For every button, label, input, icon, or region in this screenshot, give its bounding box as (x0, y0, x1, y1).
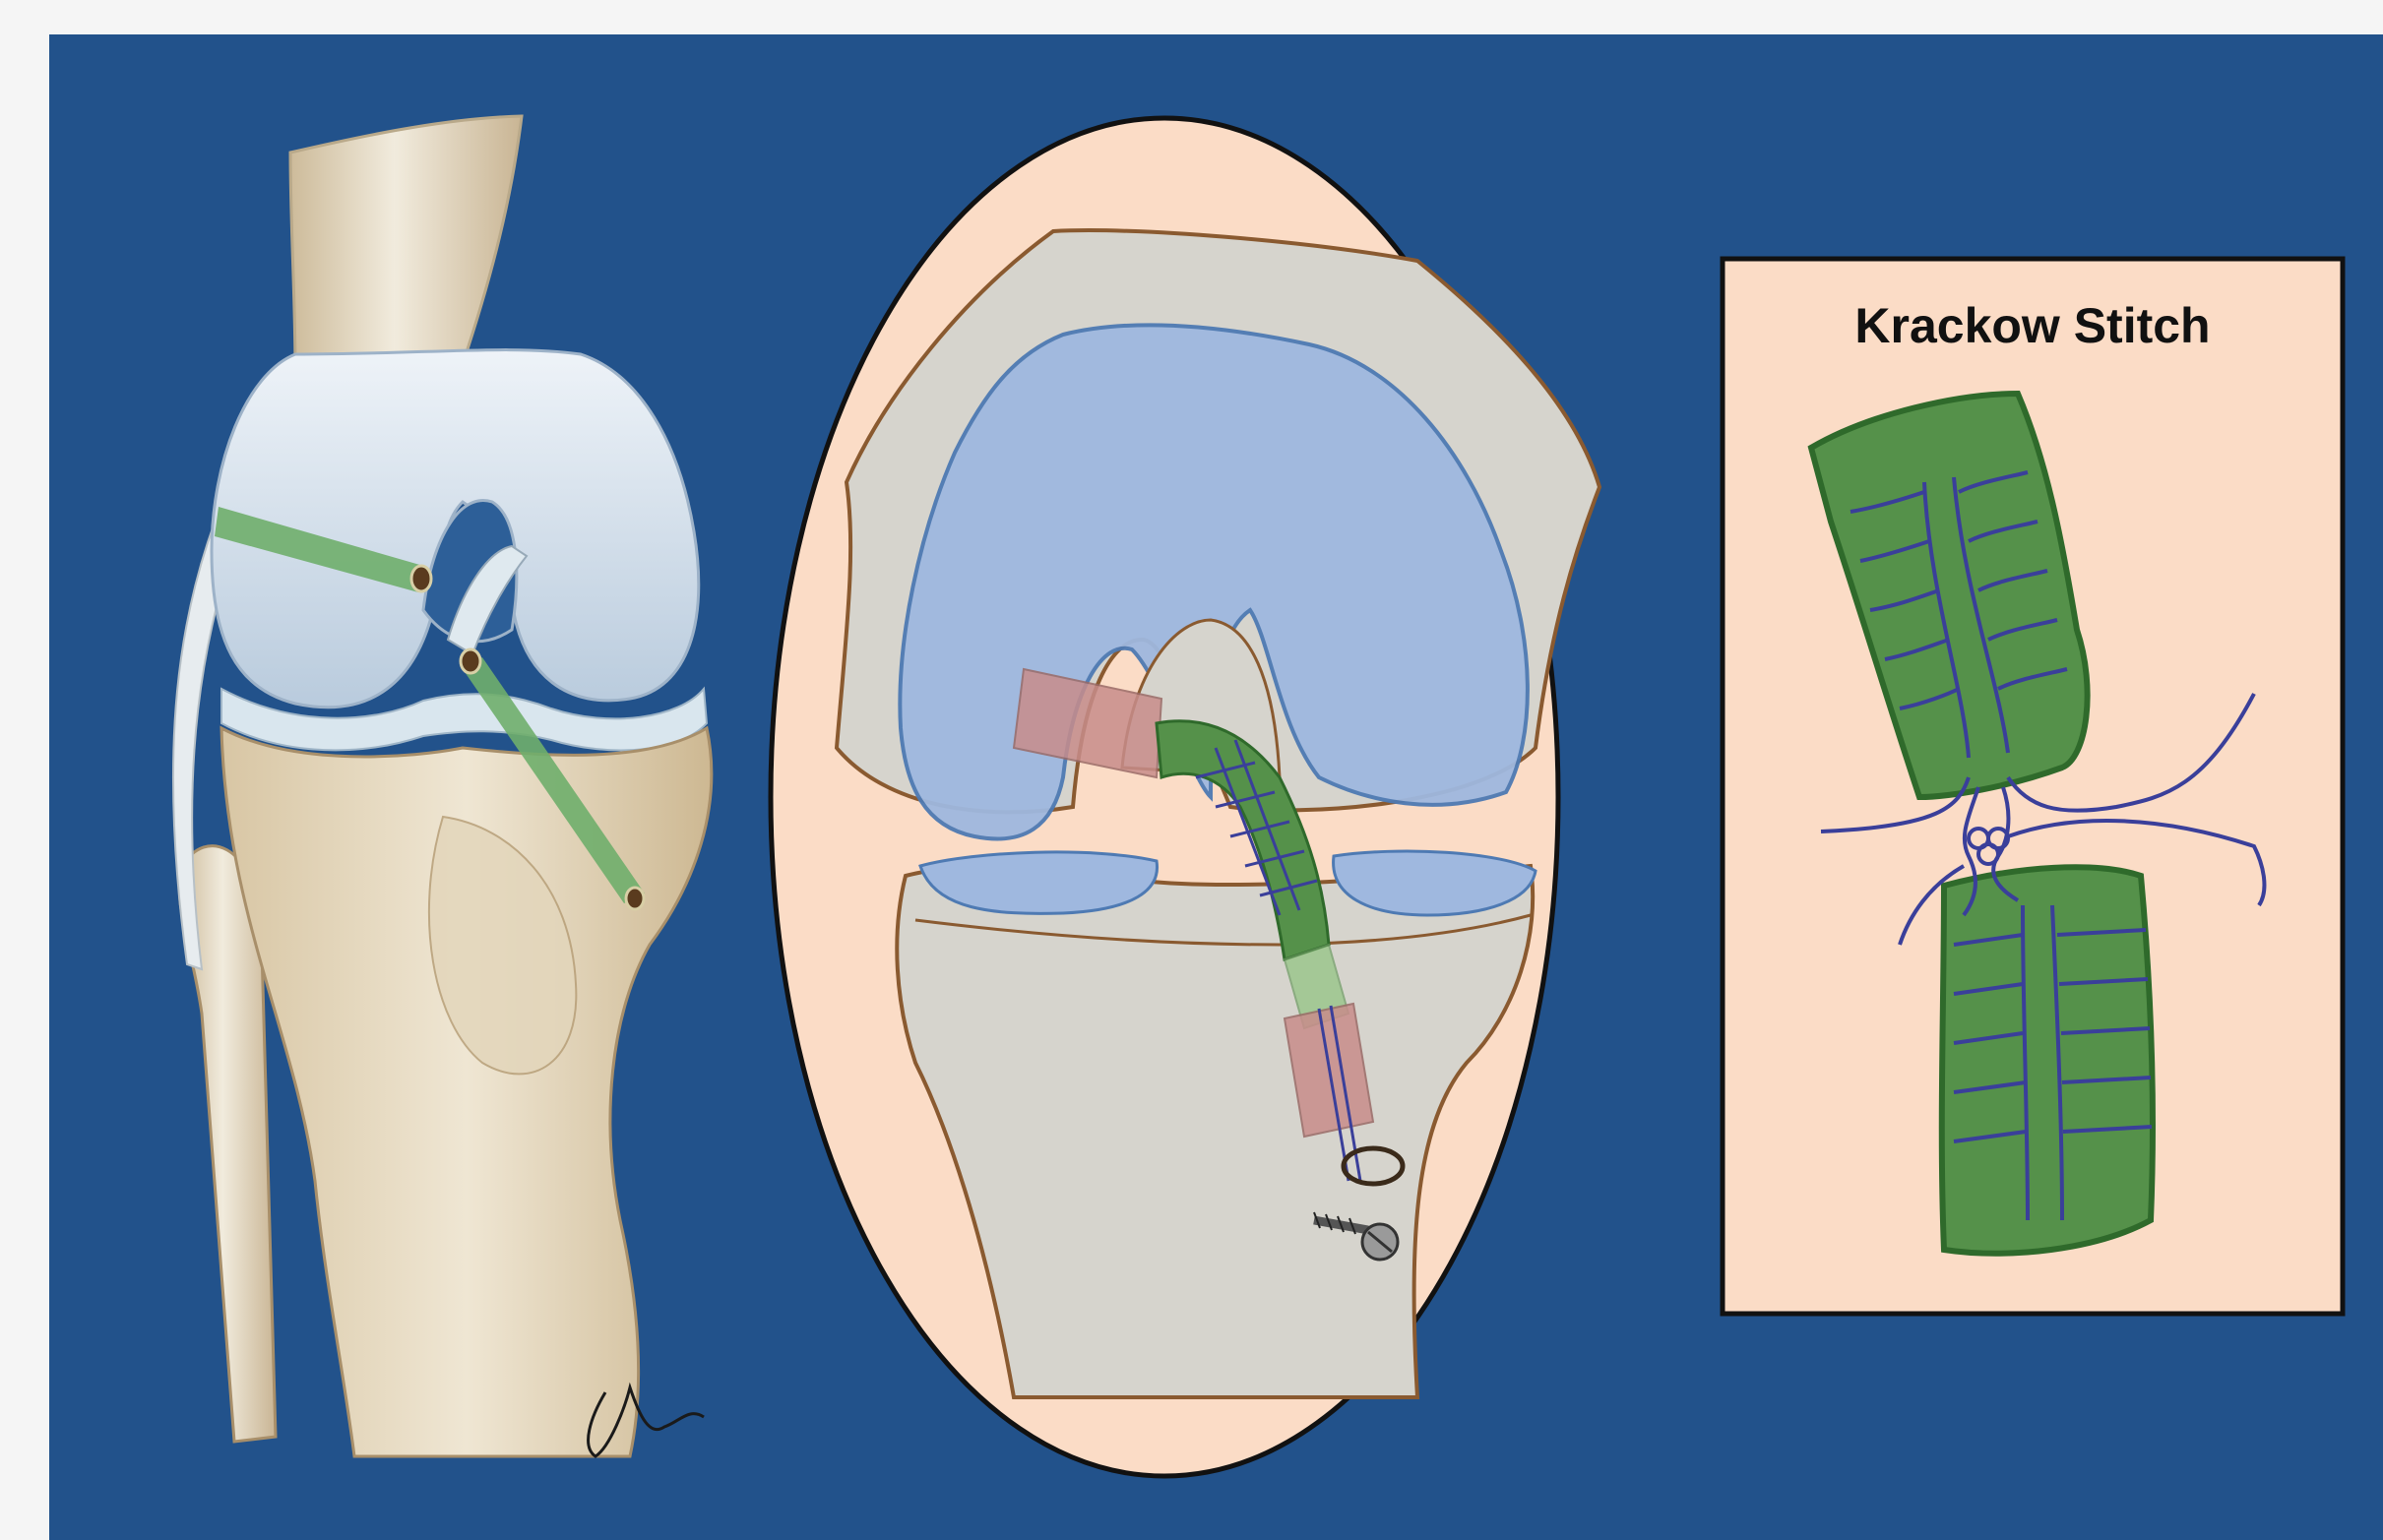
inset-title: Krackow Stitch (1854, 298, 2210, 353)
lower-graft-segment (1942, 867, 2153, 1253)
tibial-tunnel-aperture-top (461, 649, 480, 673)
krackow-inset: Krackow Stitch (1723, 259, 2343, 1314)
femoral-tunnel-aperture (411, 566, 431, 591)
tibial-tunnel-aperture-bottom (626, 888, 644, 909)
